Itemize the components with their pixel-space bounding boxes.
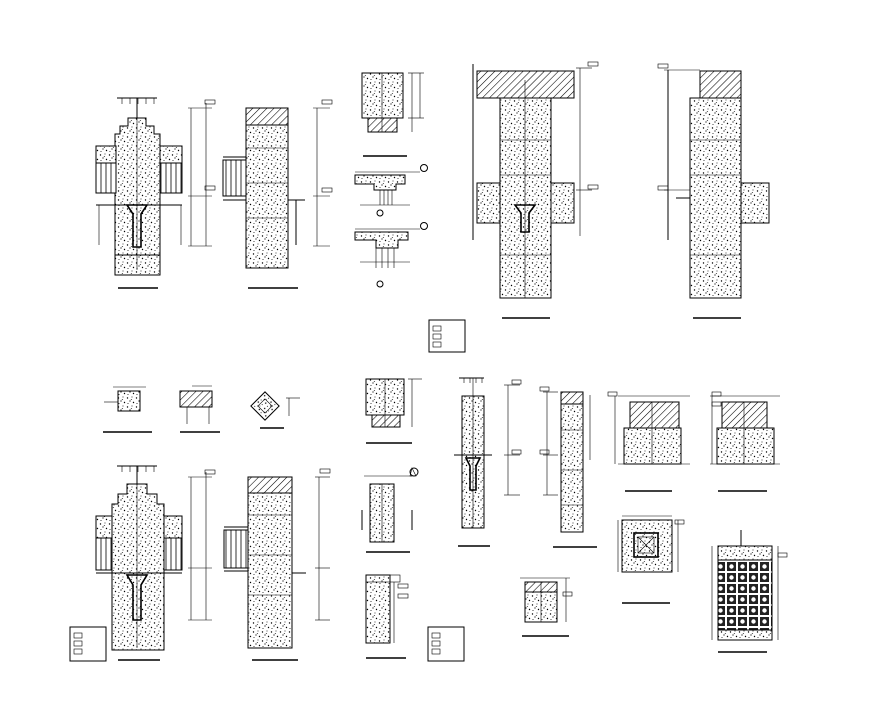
detail-e [354,222,428,288]
detail-w [617,515,685,604]
detail-s [454,377,522,547]
detail-v [710,391,780,492]
detail-j [179,385,220,433]
detail-o [365,378,422,444]
detail-f [472,61,599,319]
detail-k [250,391,300,429]
detail-r [427,626,465,662]
detail-g [657,63,770,319]
detail-c [361,72,424,157]
detail-x [520,577,573,637]
detail-q [365,574,409,659]
detail-m [223,468,331,661]
detail-d [354,164,428,217]
detail-n [69,626,107,662]
detail-t [539,386,597,548]
detail-y [711,530,788,653]
detail-u [607,391,690,492]
detail-a [95,97,216,289]
detail-i [103,386,152,433]
detail-h [428,319,466,353]
detail-p [361,467,419,553]
detail-b [222,99,333,289]
detail-l [95,465,216,661]
